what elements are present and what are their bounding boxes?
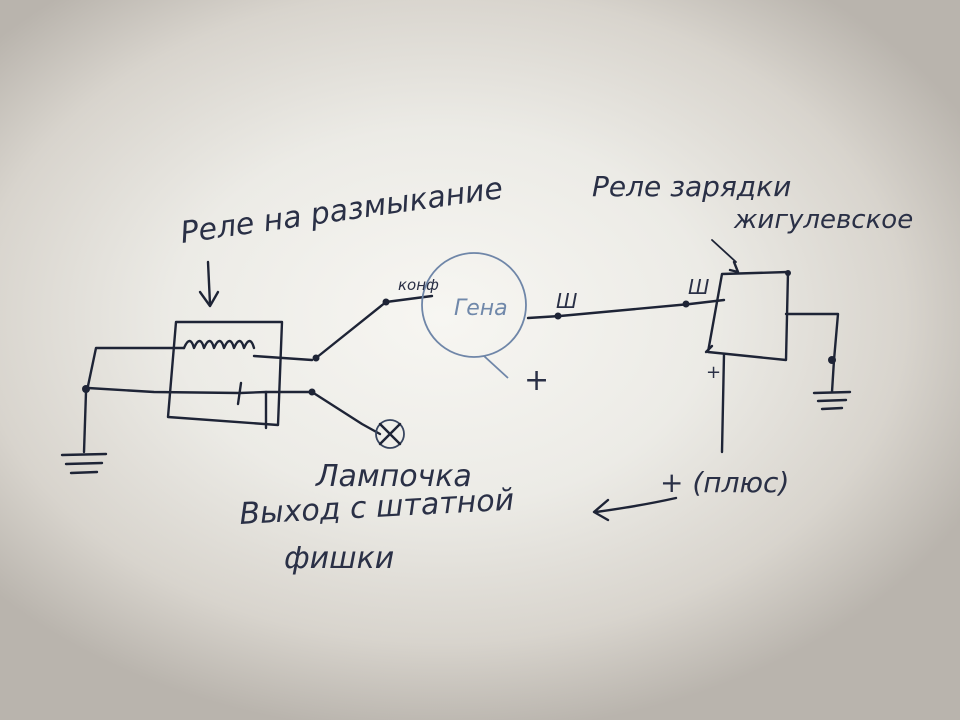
label-output-line1: Выход с штатной: [239, 483, 515, 532]
label-plus-generator: +: [524, 363, 549, 398]
label-plus-relay: +: [706, 362, 721, 383]
junction-contact-out: [308, 388, 316, 396]
ground-symbol-right: [784, 312, 852, 411]
relay-open-box: [166, 320, 284, 427]
label-terminal-sh-gen: Ш: [556, 289, 577, 313]
lamp-symbol: [375, 419, 405, 449]
label-lamp: Лампочка: [315, 459, 472, 494]
label-generator: Гена: [454, 296, 508, 321]
relay-coil: [86, 339, 314, 388]
label-terminal-konf: конф: [398, 276, 439, 294]
label-plus-input: + (плюс): [660, 466, 789, 499]
label-relay-charge-1: Реле зарядки: [592, 170, 791, 203]
label-output-line2: фишки: [284, 541, 394, 576]
arrow-relay-open: [198, 260, 220, 308]
label-relay-charge-2: жигулевское: [733, 205, 913, 235]
generator-symbol: [421, 252, 527, 379]
wire-sh: [526, 298, 726, 320]
junction-konf: [382, 298, 390, 306]
junction-coil-out: [312, 354, 320, 362]
relay-contact: [86, 381, 314, 430]
label-relay-open: Реле на размыкание: [178, 171, 505, 251]
label-terminal-sh-relay: Ш: [688, 275, 709, 299]
arrow-to-output: [592, 496, 678, 522]
junction-ground: [82, 385, 90, 393]
wire-to-generator: [314, 294, 434, 360]
relay-charge-box: [706, 239, 791, 362]
wire-to-lamp: [310, 390, 382, 436]
ground-symbol-left: [60, 390, 108, 475]
wire-plus: [704, 344, 726, 454]
